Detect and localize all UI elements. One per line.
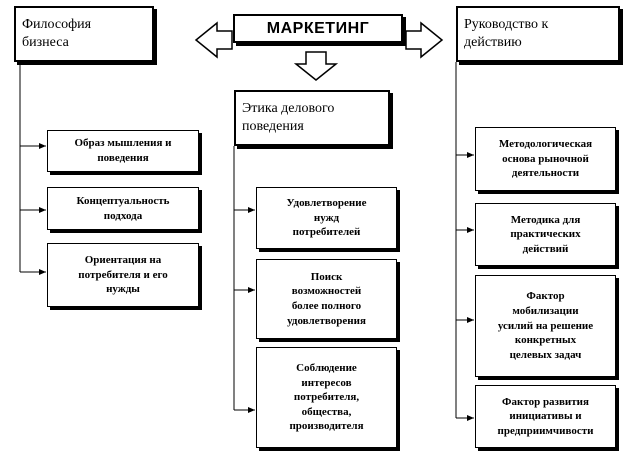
title-marketing: МАРКЕТИНГ — [233, 14, 403, 43]
right-item-initiative-factor: Фактор развития инициативы и предприимчи… — [475, 385, 616, 448]
right-item-practical-method: Методика для практических действий — [475, 203, 616, 266]
center-item-interests-balance: Соблюдение интересов потребителя, общест… — [256, 347, 397, 448]
center-item-search-opportunities: Поиск возможностей более полного удовлет… — [256, 259, 397, 339]
left-item-mindset: Образ мышления и поведения — [47, 130, 199, 172]
right-hollow-arrow — [405, 21, 444, 59]
header-business-philosophy: Философия бизнеса — [14, 6, 154, 62]
left-hollow-arrow — [194, 21, 233, 59]
center-item-satisfying-needs: Удовлетворение нужд потребителей — [256, 187, 397, 249]
down-hollow-arrow — [293, 51, 339, 81]
right-item-mobilization-factor: Фактор мобилизации усилий на решение кон… — [475, 275, 616, 377]
left-item-conceptual-approach: Концептуальность подхода — [47, 187, 199, 230]
left-item-consumer-orientation: Ориентация на потребителя и его нужды — [47, 243, 199, 307]
header-guide-to-action: Руководство к действию — [456, 6, 620, 62]
right-item-methodological-basis: Методологическая основа рыночной деятель… — [475, 127, 616, 191]
header-business-ethics: Этика делового поведения — [234, 90, 390, 146]
